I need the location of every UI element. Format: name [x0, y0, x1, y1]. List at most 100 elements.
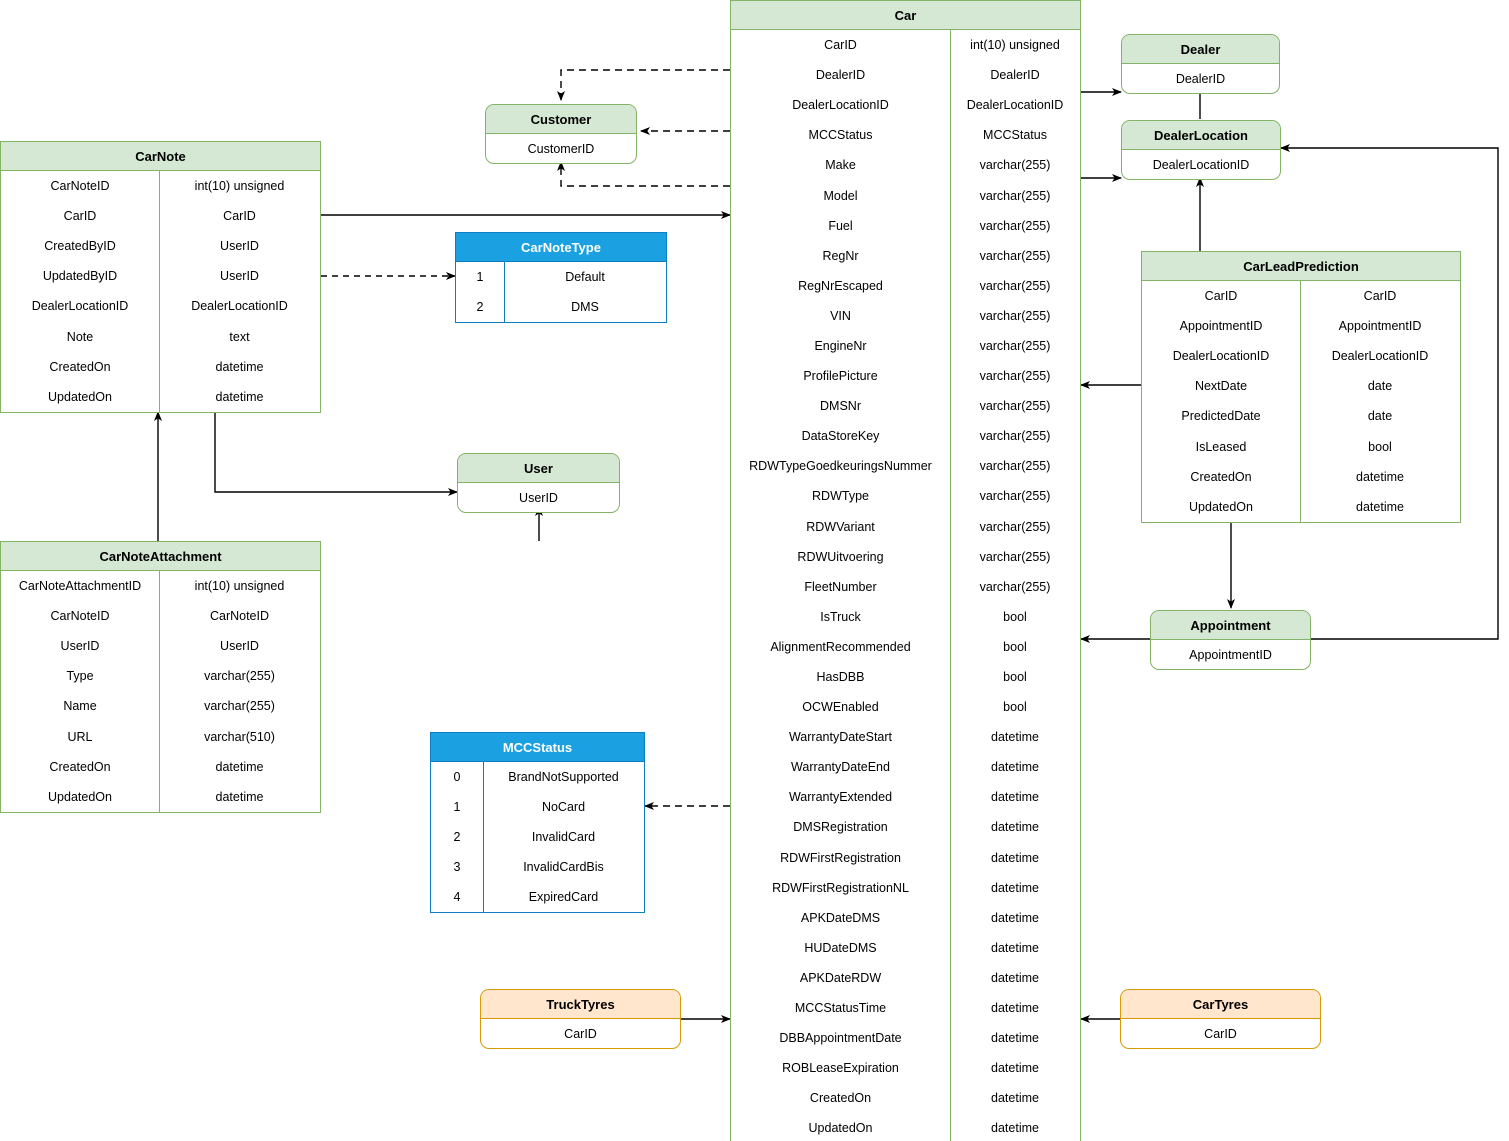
carnote-field: CarNoteID [50, 179, 110, 194]
carleadprediction-type: AppointmentID [1338, 319, 1422, 334]
car-type: datetime [991, 880, 1039, 895]
column-divider [504, 262, 505, 322]
carleadprediction-type: datetime [1356, 499, 1404, 514]
carnote-type: datetime [215, 359, 264, 374]
carleadprediction-type: CarID [1363, 289, 1397, 304]
edge-car-customer-1 [557, 69, 730, 101]
table-row: RegNr varchar(255) [731, 241, 1080, 271]
carnotetype-field: 1 [476, 270, 484, 284]
carnoteattachment-type: UserID [220, 639, 259, 654]
car-type: datetime [991, 1031, 1039, 1046]
table-carleadprediction-title: CarLeadPrediction [1142, 252, 1460, 281]
car-field: RDWVariant [806, 519, 875, 534]
car-type: varchar(255) [979, 188, 1051, 203]
car-field: Make [825, 158, 856, 173]
table-appointment-title: Appointment [1151, 611, 1310, 640]
car-type: datetime [991, 760, 1039, 775]
table-dealer-body: DealerID [1122, 64, 1279, 93]
carleadprediction-type: DealerLocationID [1331, 349, 1429, 364]
car-field: RegNr [822, 248, 859, 263]
column-divider [483, 762, 484, 912]
table-dealer[interactable]: Dealer DealerID [1121, 34, 1280, 94]
table-row: CarNoteAttachmentID int(10) unsigned [1, 571, 320, 601]
car-type: varchar(255) [979, 369, 1051, 384]
carnote-field: CreatedOn [49, 359, 111, 374]
carnote-type: datetime [215, 389, 264, 404]
table-row: FleetNumber varchar(255) [731, 572, 1080, 602]
carnote-field: UpdatedOn [48, 389, 112, 404]
table-trucktyres[interactable]: TruckTyres CarID [480, 989, 681, 1049]
carnote-field: Note [66, 329, 94, 344]
carnoteattachment-type: varchar(255) [204, 699, 275, 714]
table-row: CarNoteID CarNoteID [1, 601, 320, 631]
carnote-field: UpdatedByID [42, 269, 118, 284]
table-appointment[interactable]: Appointment AppointmentID [1150, 610, 1311, 670]
car-field: WarrantyDateStart [788, 730, 893, 745]
car-field: AlignmentRecommended [770, 639, 911, 654]
carnote-type: UserID [220, 239, 259, 254]
column-divider [159, 171, 160, 412]
carnoteattachment-type: datetime [215, 759, 264, 774]
table-customer[interactable]: Customer CustomerID [485, 104, 637, 164]
car-type: datetime [991, 790, 1039, 805]
car-type: DealerID [990, 68, 1040, 83]
table-dealer-title: Dealer [1122, 35, 1279, 64]
carleadprediction-field: DealerLocationID [1172, 349, 1270, 364]
table-cartyres[interactable]: CarTyres CarID [1120, 989, 1321, 1049]
table-user[interactable]: User UserID [457, 453, 620, 513]
table-row: UserID [458, 483, 619, 512]
carnoteattachment-field: CarNoteAttachmentID [18, 579, 142, 594]
mccstatus-field: 0 [453, 770, 461, 784]
appointment-field: AppointmentID [1189, 647, 1272, 662]
carnotetype-field: 2 [476, 300, 484, 314]
carleadprediction-field: UpdatedOn [1189, 499, 1253, 514]
car-field: Model [823, 188, 858, 203]
car-type: varchar(255) [979, 248, 1051, 263]
carleadprediction-field: CreatedOn [1190, 469, 1252, 484]
carnoteattachment-type: CarNoteID [209, 609, 270, 624]
table-carnoteattachment[interactable]: CarNoteAttachment CarNoteAttachmentID int… [0, 541, 321, 813]
carnoteattachment-type: int(10) unsigned [194, 579, 285, 594]
carnotetype-type: Default [565, 270, 605, 284]
car-type: varchar(255) [979, 308, 1051, 323]
table-dealerlocation[interactable]: DealerLocation DealerLocationID [1121, 120, 1281, 180]
car-field: Fuel [828, 218, 853, 233]
dealer-field: DealerID [1175, 71, 1226, 86]
table-cartyres-body: CarID [1121, 1019, 1320, 1048]
car-type: bool [1003, 670, 1027, 685]
carleadprediction-type: date [1367, 379, 1393, 394]
car-field: FleetNumber [804, 579, 877, 594]
table-carnoteattachment-title: CarNoteAttachment [1, 542, 320, 571]
car-type: varchar(255) [979, 579, 1051, 594]
table-row: Model varchar(255) [731, 180, 1080, 210]
carnoteattachment-field: CarNoteID [50, 609, 110, 624]
